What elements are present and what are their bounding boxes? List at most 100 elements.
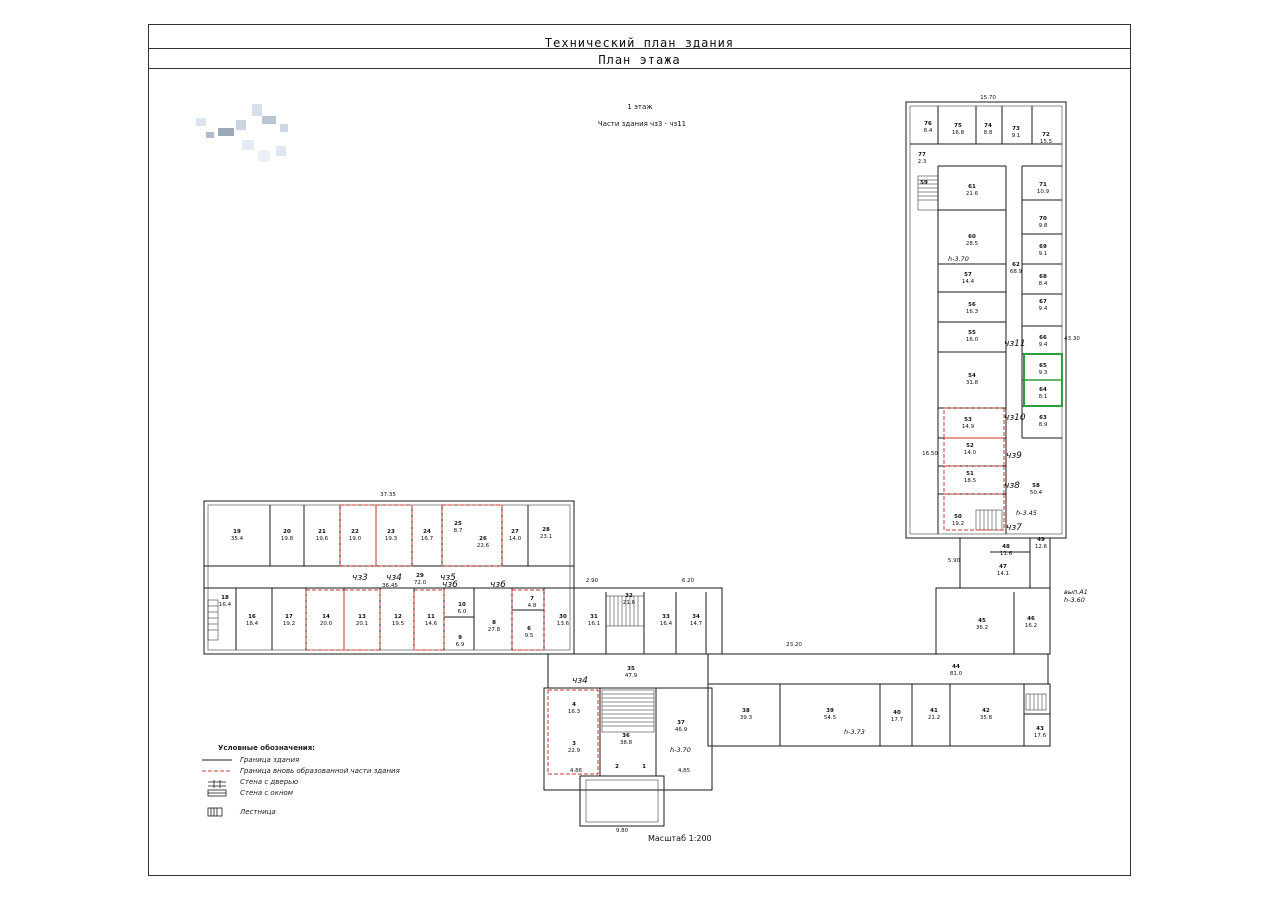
room-area: 16.8	[952, 130, 965, 136]
room-area: 19.6	[316, 536, 329, 542]
room-area: 9.5	[525, 633, 534, 639]
dimension: 15.70	[980, 95, 996, 101]
legend-item-label: Стена с окном	[240, 789, 294, 797]
room-area: 14.4	[962, 279, 975, 285]
room-area: 9.3	[1039, 370, 1048, 376]
room-number: 37	[677, 720, 685, 726]
room-number: 7	[530, 596, 534, 602]
ceiling-height: h-3.70	[948, 255, 969, 263]
drawing-sheet: Технический план здания План этажа	[148, 24, 1131, 876]
room-number: 47	[999, 564, 1007, 570]
dimension: 4.85	[678, 768, 691, 774]
room-area: 39.3	[740, 715, 753, 721]
zone-label: чз11	[1004, 339, 1026, 349]
zone-label: чз9	[1006, 451, 1022, 461]
room-area: 16.7	[421, 536, 434, 542]
room-number: 44	[952, 664, 960, 670]
room-number: 13	[358, 614, 366, 620]
room-area: 16.4	[219, 602, 232, 608]
room-number: 6	[527, 626, 531, 632]
room-number: 11	[427, 614, 435, 620]
room-area: 81.0	[950, 671, 963, 677]
room-area: 8.7	[454, 528, 463, 534]
room-number: 38	[742, 708, 750, 714]
room-number: 67	[1039, 299, 1047, 305]
room-area: 22.6	[477, 543, 490, 549]
zone-label: чз4	[386, 573, 402, 583]
room-area: 16.0	[966, 337, 979, 343]
zone-labels: чз3 чз4 чз5 чз6 чз6 чз7 чз8 чз9 чз10 чз1…	[352, 339, 1026, 686]
room-area: 50.4	[1030, 490, 1043, 496]
room-number: 33	[662, 614, 670, 620]
room-number: 35	[627, 666, 635, 672]
zone-label: чз8	[1004, 481, 1020, 491]
room-area: 35.4	[231, 536, 244, 542]
room-number: 14	[322, 614, 330, 620]
room-number: 3	[572, 741, 576, 747]
scale-label: Масштаб 1:200	[648, 834, 712, 843]
dimension: 9.80	[616, 828, 629, 834]
room-area: 8.1	[1039, 394, 1048, 400]
room-number: 36	[622, 733, 630, 739]
room-number: 22	[351, 529, 359, 535]
room-area: 6.0	[458, 609, 467, 615]
room-area: 16.3	[966, 309, 979, 315]
room-area: 68.9	[1010, 269, 1023, 275]
room-number: 1	[642, 764, 646, 770]
room-number: 70	[1039, 216, 1047, 222]
room-area: 9.8	[1039, 223, 1048, 229]
dimension: 16.50	[922, 451, 938, 457]
room-number: 66	[1039, 335, 1047, 341]
room-number: 68	[1039, 274, 1047, 280]
room-area: 13.6	[557, 621, 570, 627]
ceiling-height: h-3.60	[1064, 596, 1085, 604]
room-number: 28	[542, 527, 550, 533]
room-area: 47.9	[625, 673, 638, 679]
room-number: 16	[248, 614, 256, 620]
room-number: 27	[511, 529, 519, 535]
room-number: 4	[572, 702, 576, 708]
room-number: 55	[968, 330, 976, 336]
dimension: 4.86	[570, 768, 583, 774]
room-area: 46.9	[675, 727, 688, 733]
room-number: 12	[394, 614, 402, 620]
stairs	[207, 175, 1047, 733]
room-area: 72.0	[414, 580, 427, 586]
room-area: 16.4	[660, 621, 673, 627]
dimension-labels: 15.70 37.35 36.45 23.20 9.80 43.30 5.90 …	[380, 95, 1080, 834]
room-number: 41	[930, 708, 938, 714]
legend-symbols	[202, 759, 232, 817]
zone-label: чз6	[490, 580, 506, 590]
room-area: 21.6	[966, 191, 979, 197]
room-area: 19.5	[392, 621, 405, 627]
room-area: 20.0	[320, 621, 333, 627]
room-area: 18.4	[246, 621, 259, 627]
room-area: 10.9	[1037, 189, 1050, 195]
room-area: 17.6	[1034, 733, 1047, 739]
room-area: 8.8	[984, 130, 993, 136]
ceiling-height: h-3.45	[1016, 509, 1037, 517]
room-number: 77	[918, 152, 926, 158]
room-area: 8.4	[1039, 281, 1048, 287]
legend-item-label: Граница вновь образованной части здания	[240, 767, 400, 775]
dimension: 5.90	[948, 558, 961, 564]
room-area: 21.2	[928, 715, 940, 721]
sheet-header-title: Технический план здания	[544, 36, 735, 50]
room-number: 8	[492, 620, 496, 626]
room-area: 14.9	[962, 424, 975, 430]
ceiling-height: h-3.73	[844, 728, 865, 736]
room-area: 11.6	[1000, 551, 1013, 557]
room-area: 14.0	[509, 536, 522, 542]
ceiling-height: h-3.70	[670, 746, 691, 754]
room-number: 30	[559, 614, 567, 620]
room-area: 15.5	[1040, 139, 1053, 145]
exit-label: вып.А1	[1064, 588, 1088, 596]
legend-item-label: Стена с дверью	[240, 778, 299, 786]
room-area: 23.1	[540, 534, 552, 540]
room-area: 14.6	[425, 621, 438, 627]
room-number: 73	[1012, 126, 1020, 132]
room-number: 75	[954, 123, 962, 129]
room-area: 8.4	[924, 128, 933, 134]
